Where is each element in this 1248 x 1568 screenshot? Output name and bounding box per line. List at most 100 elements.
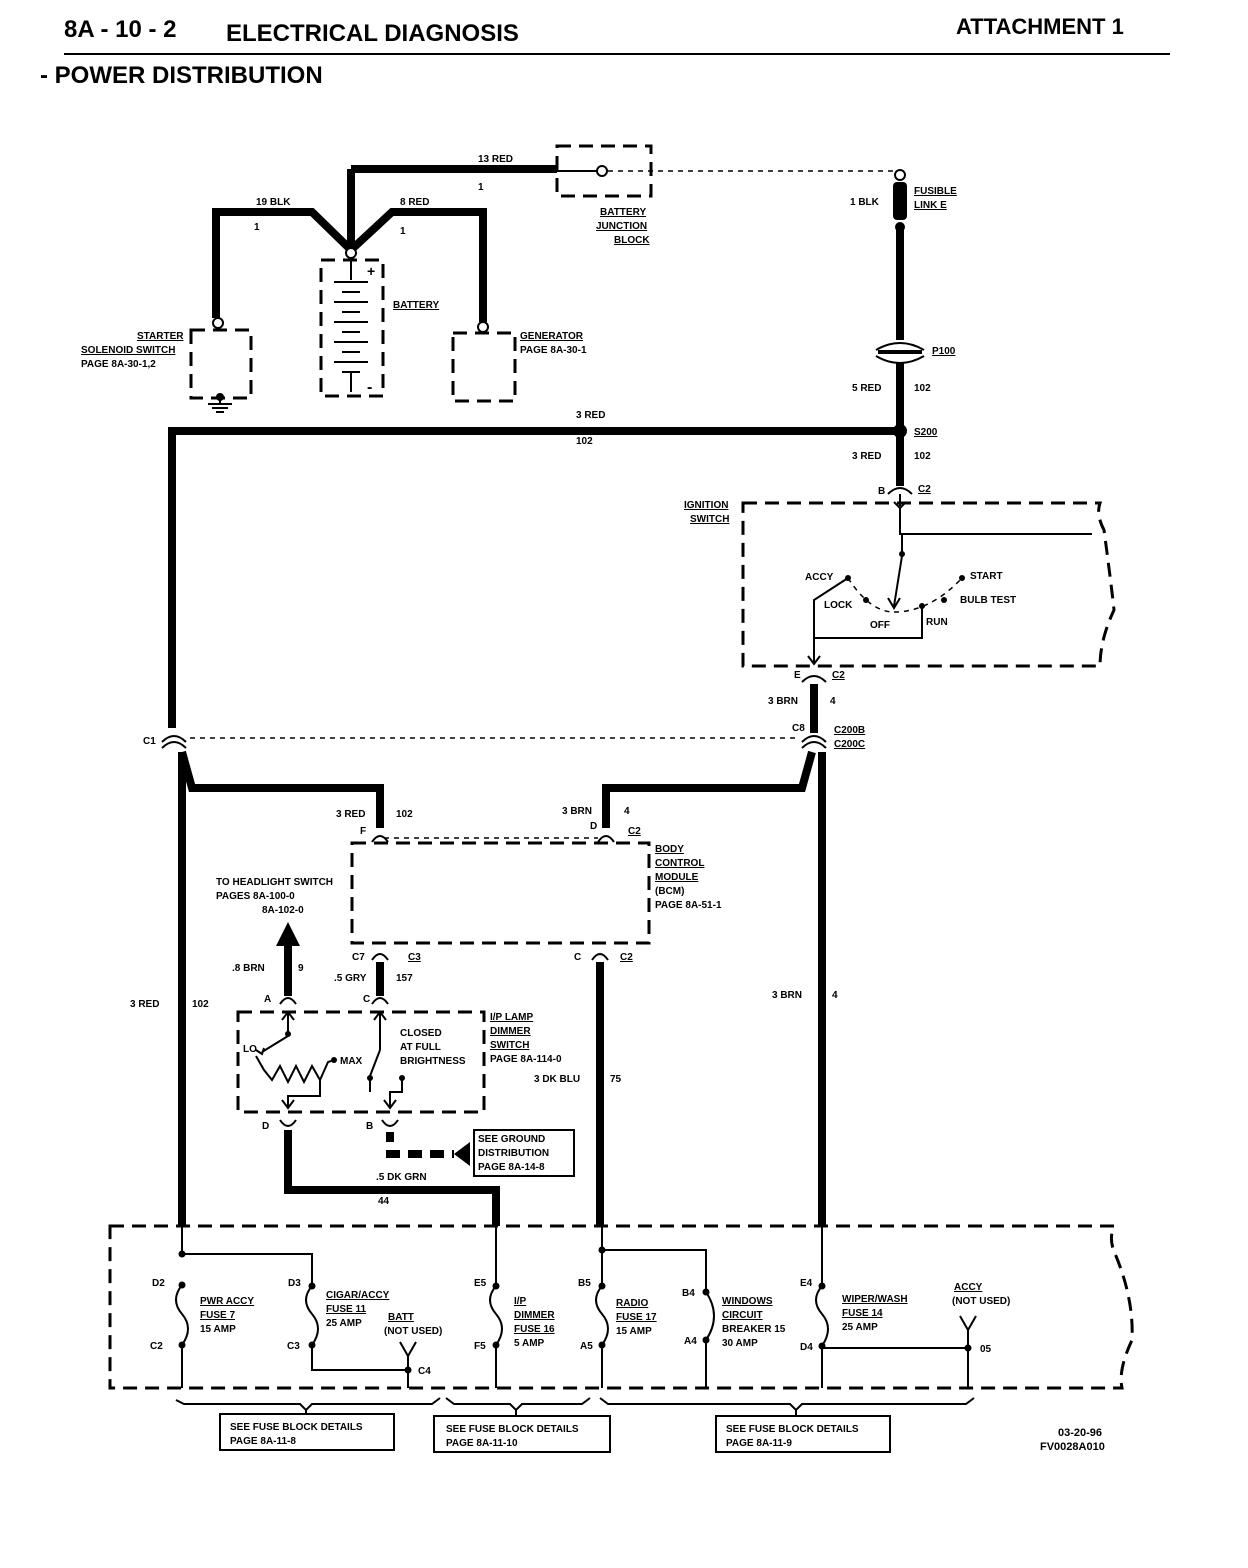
pin-c-dim-label: C [363,994,370,1005]
fuse-17-label-2: FUSE 17 [616,1312,657,1323]
fuse-17-label-1: RADIO [616,1298,648,1309]
wire-label-8-red: 8 RED [400,197,429,208]
circuit-label-157: 157 [396,973,413,984]
circuit-label-1b: 1 [254,222,260,233]
fuse-16-label-2: DIMMER [514,1310,555,1321]
fuse-17-icon [595,1285,609,1346]
fuse-11-icon [305,1285,319,1346]
pin-a5-label: A5 [580,1341,593,1352]
headlight-label-3: 8A-102-0 [262,905,304,916]
attachment-label: ATTACHMENT 1 [956,14,1124,39]
page-subtitle: - POWER DISTRIBUTION [40,62,323,89]
generator-label-1: GENERATOR [520,331,584,342]
wire-8-red [348,208,487,322]
details-2-line-1: SEE FUSE BLOCK DETAILS [446,1424,579,1435]
wire-label-8-brn: .8 BRN [232,963,265,974]
details-2-line-2: PAGE 8A-11-10 [446,1438,518,1449]
ground-symbol-icon [454,1142,470,1166]
pin-a4-label: A4 [684,1336,697,1347]
ground-icon [208,400,232,413]
battery-terminal-icon [345,247,357,259]
fusible-link-terminal-icon [894,169,906,181]
wire-19-blk [212,208,354,318]
fuse-7-label-1: PWR ACCY [200,1296,254,1307]
circuit-breaker-15-icon [705,1291,715,1341]
pin-e4-label: E4 [800,1278,813,1289]
details-3-line-2: PAGE 8A-11-9 [726,1438,792,1449]
ip-lamp-dimmer-switch [236,1010,486,1114]
fusible-label-2: LINK E [914,200,947,211]
fuse-14-icon [815,1285,829,1347]
closed-note-1: CLOSED [400,1028,442,1039]
fuse-16-label-3: FUSE 16 [514,1324,555,1335]
ignition-rotor-icon [893,555,903,607]
accy-not-used-label-2: (NOT USED) [952,1296,1010,1307]
pos-lock: LOCK [824,600,853,611]
circuit-label-44: 44 [378,1196,390,1207]
pin-c8-label: C8 [792,723,805,734]
connector-c2-ign-icon [801,675,827,683]
accy-not-used-icon [959,1315,977,1333]
ground-label-1: SEE GROUND [478,1134,545,1145]
pin-c7-label: C7 [352,952,365,963]
pin-c2-fuse-label: C2 [150,1341,163,1352]
pin-d4-label: D4 [800,1342,813,1353]
wire-label-3-brn-right: 3 BRN [772,990,802,1001]
circuit-label-102-bcm: 102 [396,809,413,820]
batt-label-2: (NOT USED) [384,1326,442,1337]
circuit-label-1c: 1 [400,226,406,237]
fusible-label-1: FUSIBLE [914,186,957,197]
minus-icon: - [367,379,372,396]
dimmer-wiper-icon [261,1035,289,1053]
cb-15-label-3: BREAKER 15 [722,1324,786,1335]
fusible-link-icon [893,182,907,220]
pin-05-label: 05 [980,1344,992,1355]
bcm-label-2: CONTROL [655,858,704,869]
pin-e5-label: E5 [474,1278,487,1289]
connector-c2-top-icon [887,487,913,495]
circuit-label-4a: 4 [830,696,836,707]
wire-label-3-red-left: 3 RED [130,999,159,1010]
connector-c2-bot-icon [591,953,609,961]
footer-date: 03-20-96 [1058,1427,1102,1439]
wire-label-1-blk: 1 BLK [850,197,880,208]
starter-solenoid-switch [189,328,253,400]
circuit-label-4-bcm: 4 [624,806,630,817]
pos-bulb-test: BULB TEST [960,595,1016,606]
pos-start: START [970,571,1003,582]
connector-c200-icon [801,735,827,743]
fuse-7-icon [175,1284,189,1346]
p100-label: P100 [932,346,956,357]
cb-15-label-2: CIRCUIT [722,1310,763,1321]
detail-brackets [175,1397,975,1416]
pin-d3-label: D3 [288,1278,301,1289]
fuse-details-box-2 [433,1415,611,1453]
fuse-17-label-3: 15 AMP [616,1326,652,1337]
pin-f-label: F [360,826,366,837]
connector-c200c-label: C200C [834,739,865,750]
pin-b-dim-label: B [366,1121,373,1132]
section-title: ELECTRICAL DIAGNOSIS [226,20,519,47]
fuse-16-label-4: 5 AMP [514,1338,545,1349]
bcm-label-4: (BCM) [655,886,684,897]
wire-label-13-red: 13 RED [478,154,513,165]
pin-c-bcm-label: C [574,952,581,963]
ground-label-2: DISTRIBUTION [478,1148,549,1159]
lo-label: LO [243,1044,257,1055]
connector-c3-bcm-icon [371,953,389,961]
generator-terminal-icon [477,321,489,333]
fuse-14-label-3: 25 AMP [842,1322,878,1333]
connector-c2-bcm-label: C2 [628,826,641,837]
starter-label-1: STARTER [137,331,184,342]
fuse-14-label-1: WIPER/WASH [842,1294,908,1305]
details-1-line-1: SEE FUSE BLOCK DETAILS [230,1422,363,1433]
bjb-label-3: BLOCK [614,235,650,246]
bjb-label-2: JUNCTION [596,221,647,232]
pin-a-label: A [264,994,271,1005]
fuse-11-label-2: FUSE 11 [326,1304,366,1315]
battery-label: BATTERY [393,300,439,311]
circuit-label-1: 1 [478,182,484,193]
bjb-label-1: BATTERY [600,207,646,218]
fuse-details-box-3 [715,1415,891,1453]
